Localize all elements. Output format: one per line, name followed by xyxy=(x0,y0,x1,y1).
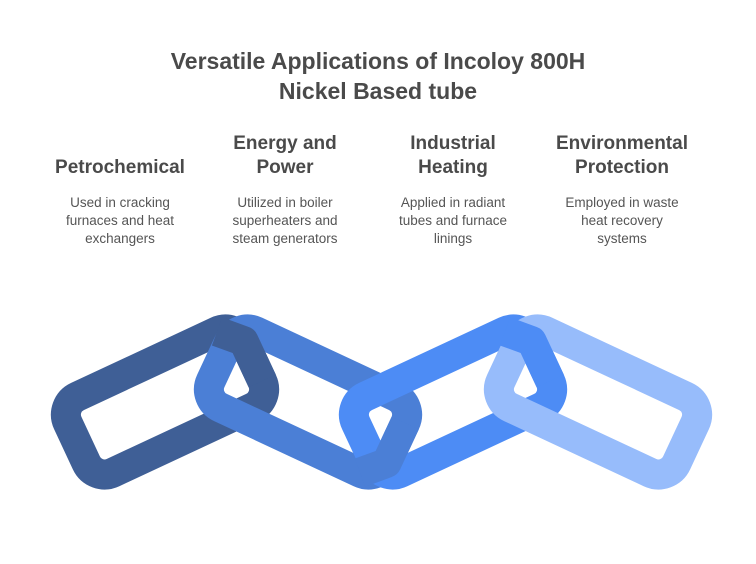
interlock-segment-3 xyxy=(499,317,564,388)
interlock-segment-1 xyxy=(211,317,276,388)
application-petrochemical: Petrochemical Used in cracking furnaces … xyxy=(40,130,200,260)
application-heading: Petrochemical xyxy=(55,157,185,178)
title-line-2: Nickel Based tube xyxy=(278,78,478,104)
interlock-segment-2 xyxy=(354,416,419,487)
chain-link-4-shape xyxy=(483,314,713,490)
application-description: Used in cracking furnaces and heat excha… xyxy=(65,195,175,246)
application-description: Employed in waste heat recovery systems xyxy=(565,195,679,246)
application-environmental-protection: Environmental Protection Employed in was… xyxy=(542,130,702,260)
application-heading: Industrial Heating xyxy=(410,133,496,178)
application-energy-and-power: Energy and Power Utilized in boiler supe… xyxy=(205,130,365,260)
diagram-title: Versatile Applications of Incoloy 800H N… xyxy=(0,46,756,106)
application-heading: Environmental Protection xyxy=(556,133,688,178)
application-industrial-heating: Industrial Heating Applied in radiant tu… xyxy=(373,130,533,260)
application-description: Applied in radiant tubes and furnace lin… xyxy=(398,195,508,246)
chain-interlock-overlays xyxy=(211,317,564,487)
application-heading: Energy and Power xyxy=(233,133,337,178)
chain-link-environmental-protection xyxy=(483,314,713,490)
application-description: Utilized in boiler superheaters and stea… xyxy=(232,195,338,246)
title-line-1: Versatile Applications of Incoloy 800H xyxy=(170,48,586,74)
